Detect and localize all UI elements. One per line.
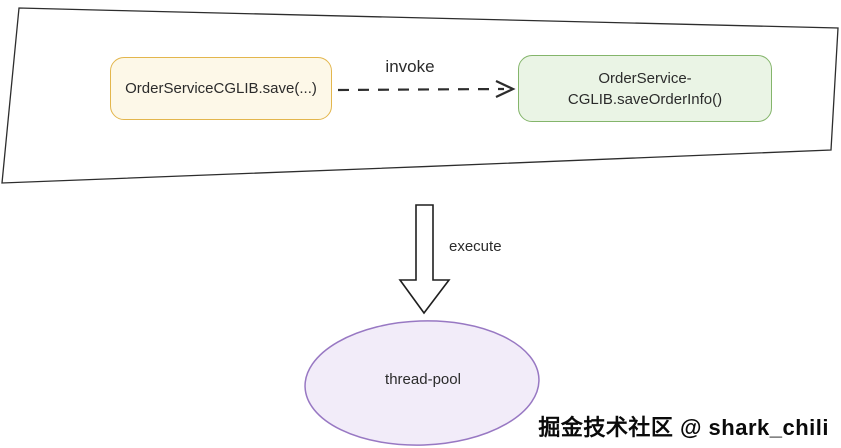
watermark-text: 掘金技术社区 @ shark_chili (538, 415, 829, 440)
callee-node: OrderService- CGLIB.saveOrderInfo() (518, 55, 772, 122)
caller-node: OrderServiceCGLIB.save(...) (110, 57, 332, 120)
callee-node-label-line1: OrderService- (598, 69, 692, 87)
invoke-dashed-arrow-line (337, 87, 505, 92)
outer-frame (1, 7, 839, 184)
thread-pool-label: thread-pool (385, 371, 461, 388)
callee-node-label-line2: CGLIB.saveOrderInfo() (567, 90, 723, 108)
thread-pool-ellipse (304, 320, 540, 446)
caller-node-label: OrderServiceCGLIB.save(...) (125, 80, 317, 97)
execute-arrow-icon (398, 204, 451, 315)
execute-label: execute (449, 238, 502, 255)
invoke-label: invoke (385, 57, 435, 76)
invoke-arrowhead-icon (495, 80, 516, 98)
